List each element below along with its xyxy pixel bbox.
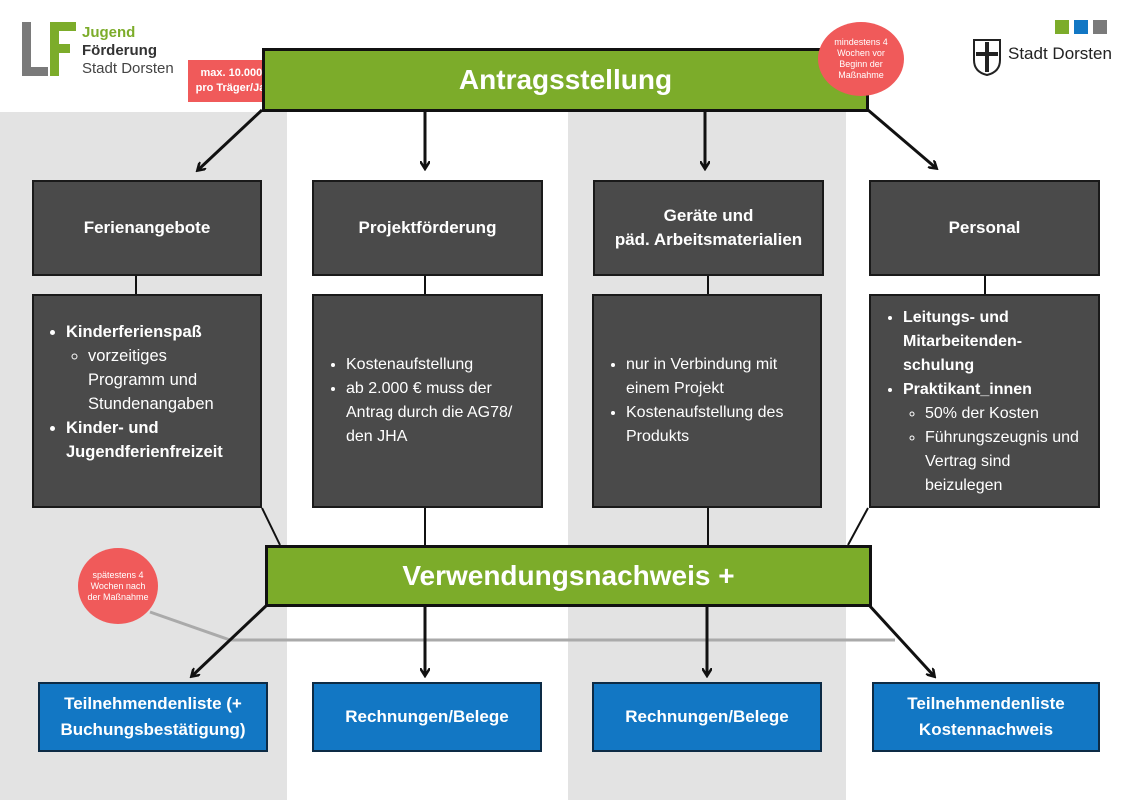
output-teilnehmendenliste-kosten: Teilnehmendenliste Kostennachweis (872, 682, 1100, 752)
details-personal: Leitungs- und Mitarbeitenden-schulung Pr… (869, 294, 1100, 508)
arrow-to-personal (867, 108, 936, 168)
detail-item: Kinder- und Jugendferienfreizeit (66, 419, 223, 461)
verwendungsnachweis-label: Verwendungsnachweis + (402, 560, 735, 591)
arrow-to-output-1 (192, 602, 270, 676)
max-amount-line2: pro Träger/Jahr (195, 82, 277, 94)
logo-line-2: Förderung (82, 42, 157, 59)
antragsstellung-label: Antragsstellung (458, 64, 673, 95)
category-ferienangebote: Ferienangebote (32, 180, 262, 276)
timeline-line (149, 610, 231, 642)
output-line2: Kostennachweis (918, 720, 1054, 739)
detail-subitem: Führungszeugnis und Vertrag sind beizule… (925, 429, 1079, 494)
max-amount-line1: max. 10.000 € (200, 67, 272, 79)
category-title: Projektförderung (358, 218, 497, 237)
detail-item: nur in Verbindung mit einem Projekt (626, 356, 778, 397)
category-title: Ferienangebote (83, 218, 211, 237)
category-title: Personal (948, 218, 1021, 237)
deadline-top-text: mindestens 4 Wochen vor Beginn der Maßna… (834, 37, 888, 80)
details-geraete: nur in Verbindung mit einem Projekt Kost… (592, 294, 822, 508)
shield-icon (973, 39, 1001, 76)
output-line1: Teilnehmendenliste (907, 694, 1065, 713)
detail-item: Kostenaufstellung (346, 356, 474, 373)
output-teilnehmendenliste-buchung: Teilnehmendenliste (+ Buchungsbestätigun… (38, 682, 268, 752)
output-line1: Teilnehmendenliste (+ (64, 694, 242, 713)
category-title-line1: Geräte und (663, 206, 754, 225)
deadline-top-badge: mindestens 4 Wochen vor Beginn der Maßna… (818, 22, 904, 96)
color-squares-icon (1055, 20, 1107, 39)
category-title-line2: päd. Arbeitsmaterialien (614, 230, 803, 249)
arrow-to-output-4 (866, 602, 934, 676)
category-personal: Personal (869, 180, 1100, 276)
arrow-to-ferien (198, 108, 264, 170)
stadt-dorsten-text: Stadt Dorsten (1008, 44, 1112, 63)
details-projektfoerderung: Kostenaufstellung ab 2.000 € muss der An… (312, 294, 543, 508)
logo-line-3: Stadt Dorsten (82, 60, 174, 77)
detail-subitem: 50% der Kosten (925, 405, 1039, 422)
detail-item: Praktikant_innen (903, 381, 1032, 398)
category-geraete: Geräte und päd. Arbeitsmaterialien (593, 180, 824, 276)
jf-logo-icon (22, 22, 76, 76)
output-label: Rechnungen/Belege (625, 707, 789, 726)
detail-item: Kinderferienspaß (66, 323, 202, 341)
output-label: Rechnungen/Belege (345, 707, 509, 726)
detail-item: Leitungs- und Mitarbeitenden-schulung (903, 309, 1023, 374)
details-ferienangebote: Kinderferienspaß vorzeitiges Programm un… (32, 294, 262, 508)
output-rechnungen-2: Rechnungen/Belege (592, 682, 822, 752)
verwendungsnachweis-bar: Verwendungsnachweis + (265, 545, 872, 607)
detail-item: Kostenaufstellung des Produkts (626, 404, 784, 445)
category-projektfoerderung: Projektförderung (312, 180, 543, 276)
detail-subitem: vorzeitiges Programm und Stundenangaben (88, 347, 214, 413)
antragsstellung-bar: Antragsstellung (262, 48, 869, 112)
detail-item: ab 2.000 € muss der Antrag durch die AG7… (346, 380, 513, 445)
deadline-bottom-text: spätestens 4 Wochen nach der Maßnahme (87, 569, 149, 602)
stadt-dorsten-logo: Stadt Dorsten (972, 18, 1117, 80)
logo-line-1: Jugend (82, 24, 136, 41)
deadline-bottom-badge: spätestens 4 Wochen nach der Maßnahme (78, 548, 158, 624)
jugendfoerderung-logo: Jugend Förderung Stadt Dorsten (20, 20, 180, 80)
output-line2: Buchungsbestätigung) (60, 720, 246, 739)
output-rechnungen-1: Rechnungen/Belege (312, 682, 542, 752)
